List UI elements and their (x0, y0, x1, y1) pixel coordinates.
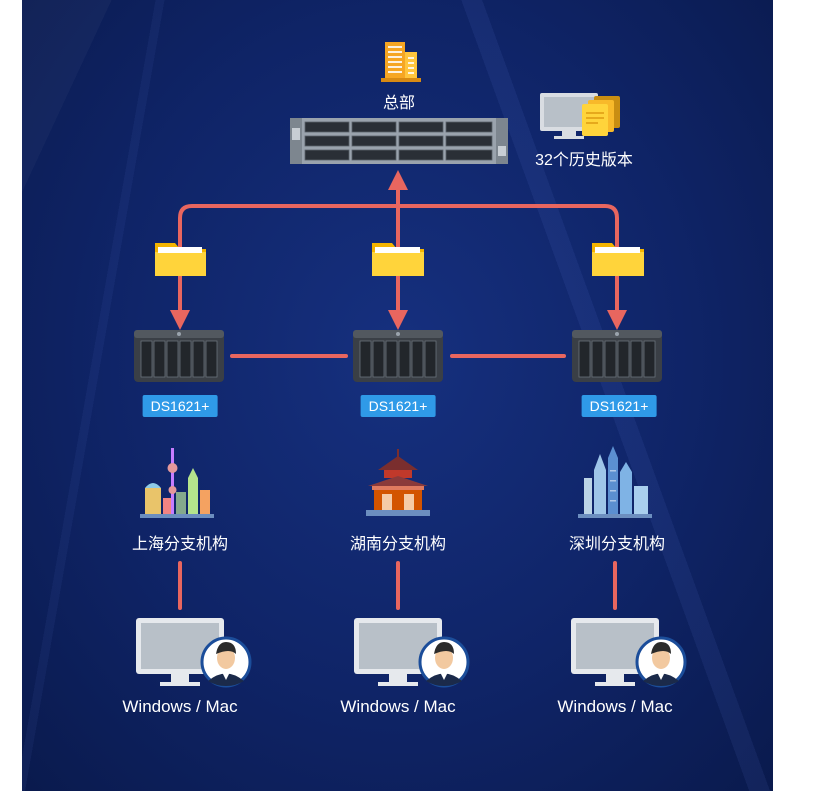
nas-model-badge: DS1621+ (360, 395, 436, 417)
history-versions-icon (540, 93, 620, 139)
nas-device-icon (572, 330, 662, 382)
nas-model-badge: DS1621+ (142, 395, 218, 417)
hq-rack-server-icon (290, 118, 508, 164)
folder-icon (155, 243, 206, 276)
folder-icon (372, 243, 424, 276)
hq-label: 总部 (382, 95, 416, 112)
shanghai-skyline-icon (140, 448, 214, 518)
history-versions-label: 32个历史版本 (535, 152, 633, 169)
branch-label: 深圳分支机构 (568, 536, 666, 553)
nas-model-badge: DS1621+ (581, 395, 657, 417)
hq-building-icon (381, 42, 421, 82)
client-os-label: Windows / Mac (557, 697, 673, 716)
client-os-label: Windows / Mac (340, 697, 456, 716)
branch-label: 上海分支机构 (131, 536, 229, 553)
nas-device-icon (353, 330, 443, 382)
user-avatar-icon (418, 636, 470, 688)
branch-label: 湖南分支机构 (349, 536, 447, 553)
user-avatar-icon (635, 636, 687, 688)
nas-device-icon (134, 330, 224, 382)
shenzhen-skyline-icon (578, 446, 652, 518)
client-os-label: Windows / Mac (122, 697, 238, 716)
hunan-pavilion-icon (366, 449, 430, 516)
folder-icon (592, 243, 644, 276)
user-avatar-icon (200, 636, 252, 688)
